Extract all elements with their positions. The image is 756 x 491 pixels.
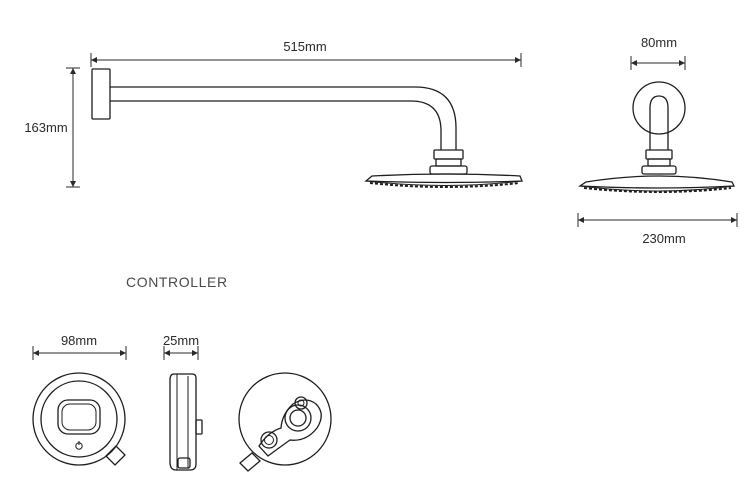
wall-plate-diameter-label: 80mm [641,35,677,50]
controller-front-view: 98mm [32,333,127,466]
shower-arm [110,86,457,150]
head-diameter-dimension: 230mm [577,213,738,246]
controller-diameter-dimension: 98mm [32,333,127,360]
drop-height-dimension: 163mm [24,67,80,188]
controller-side-view: 25mm [163,333,203,471]
controller-diameter-label: 98mm [61,333,97,348]
wall-plate-dimension: 80mm [630,35,686,70]
arm-front [649,95,669,150]
wall-plate [91,68,111,120]
arm-connector [429,149,468,175]
controller-depth-label: 25mm [163,333,199,348]
controller-back-view [238,372,332,472]
drop-height-label: 163mm [24,120,67,135]
front-view-shower-head: 80mm 230mm [577,35,738,246]
head-diameter-label: 230mm [642,231,685,246]
power-icon [75,441,83,450]
shower-head-side [364,173,523,188]
controller-depth-dimension: 25mm [163,333,199,360]
controller-section-title: CONTROLLER [126,274,228,290]
side-view-shower-arm: 515mm 163mm [24,39,523,188]
arm-length-label: 515mm [283,39,326,54]
wall-plate-front [632,81,686,135]
arm-length-dimension: 515mm [90,39,522,67]
